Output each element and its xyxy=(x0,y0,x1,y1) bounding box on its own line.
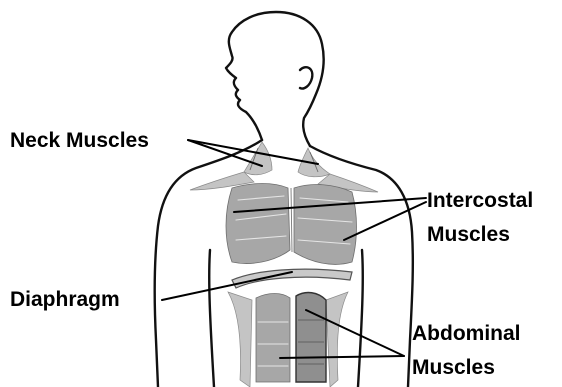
intercostal-label-line1: Intercostal xyxy=(427,189,533,212)
sternum-line xyxy=(291,188,292,252)
head-outline xyxy=(226,12,324,146)
abdominal-label-line2: Muscles xyxy=(412,356,495,379)
abdominal-label-line1: Abdominal xyxy=(412,322,521,345)
neck-leader-left xyxy=(188,140,262,166)
left-rectus-abdominis xyxy=(256,294,290,383)
right-torso-side xyxy=(358,250,363,387)
left-torso-side xyxy=(209,250,214,387)
abdominal-muscles xyxy=(228,292,348,387)
right-chest-muscle xyxy=(294,185,357,265)
right-rectus-abdominis xyxy=(296,293,326,382)
ear-outline xyxy=(300,67,312,88)
chest-muscles xyxy=(226,184,357,265)
left-oblique xyxy=(228,292,252,387)
neck-muscles xyxy=(190,142,378,192)
diaphragm-label: Diaphragm xyxy=(10,288,120,311)
right-oblique xyxy=(326,292,348,387)
neck-muscles-label: Neck Muscles xyxy=(10,129,149,152)
intercostal-label-line2: Muscles xyxy=(427,223,510,246)
left-chest-muscle xyxy=(226,184,290,264)
